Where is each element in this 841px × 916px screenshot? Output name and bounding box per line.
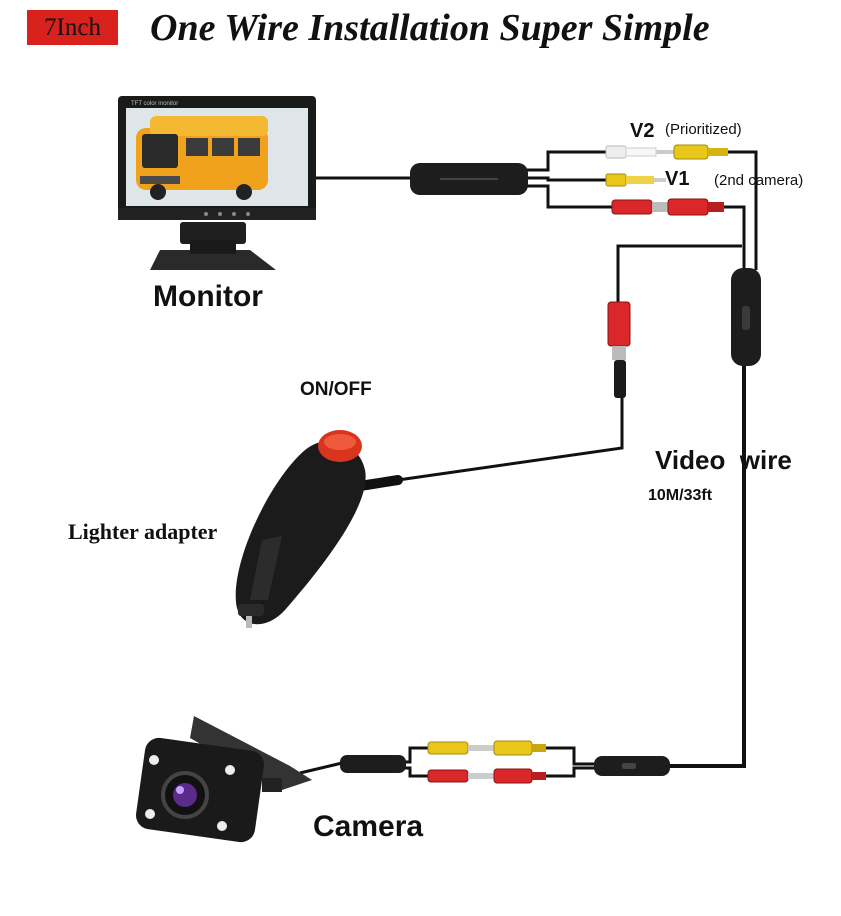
cam-branch-red [405,766,428,778]
branch-v1 [525,176,608,182]
lighter-adapter-label: Lighter adapter [68,519,218,544]
branch-power [525,184,612,209]
cam-right-red [545,766,596,778]
size-badge: 7Inch [27,10,118,45]
rca-red-power [611,198,724,216]
camera-cable [299,761,343,775]
cam-rca-yellow-pair [427,740,546,756]
v1-label: V1 [665,168,690,190]
monitor-label: Monitor [153,280,263,313]
on-off-label: ON/OFF [300,379,372,400]
bus-illustration [136,116,268,200]
lighter-adapter [235,430,403,628]
adapter-cord [397,398,624,482]
power-connector [607,301,631,398]
branch-v2 [525,150,608,172]
main-video-wire [668,366,746,768]
wire-length-label: 10M/33ft [648,487,713,504]
rca-yellow-v1 [605,173,666,187]
rca-yellow-v2 [673,144,728,160]
page-title: One Wire Installation Super Simple [150,7,710,49]
power-drop [616,244,742,302]
second-camera-label: (2nd camera) [714,172,804,189]
rca-white-v2 [605,145,674,159]
power-tail [724,205,746,270]
wires [299,150,758,778]
cam-branch-yellow [405,746,428,764]
v2-tail [728,150,758,270]
cam-rca-red-pair [427,768,546,784]
video-wire-label: Video wire [655,445,792,475]
camera-cable-boot [340,755,406,773]
svg-text:TFT color monitor: TFT color monitor [131,101,178,107]
camera-label: Camera [313,810,424,843]
monitor: TFT color monitor [118,96,316,270]
cam-right-yellow [545,746,596,766]
v2-label: V2 [630,120,655,142]
prioritized-label: (Prioritized) [665,121,742,138]
camera [135,716,312,843]
